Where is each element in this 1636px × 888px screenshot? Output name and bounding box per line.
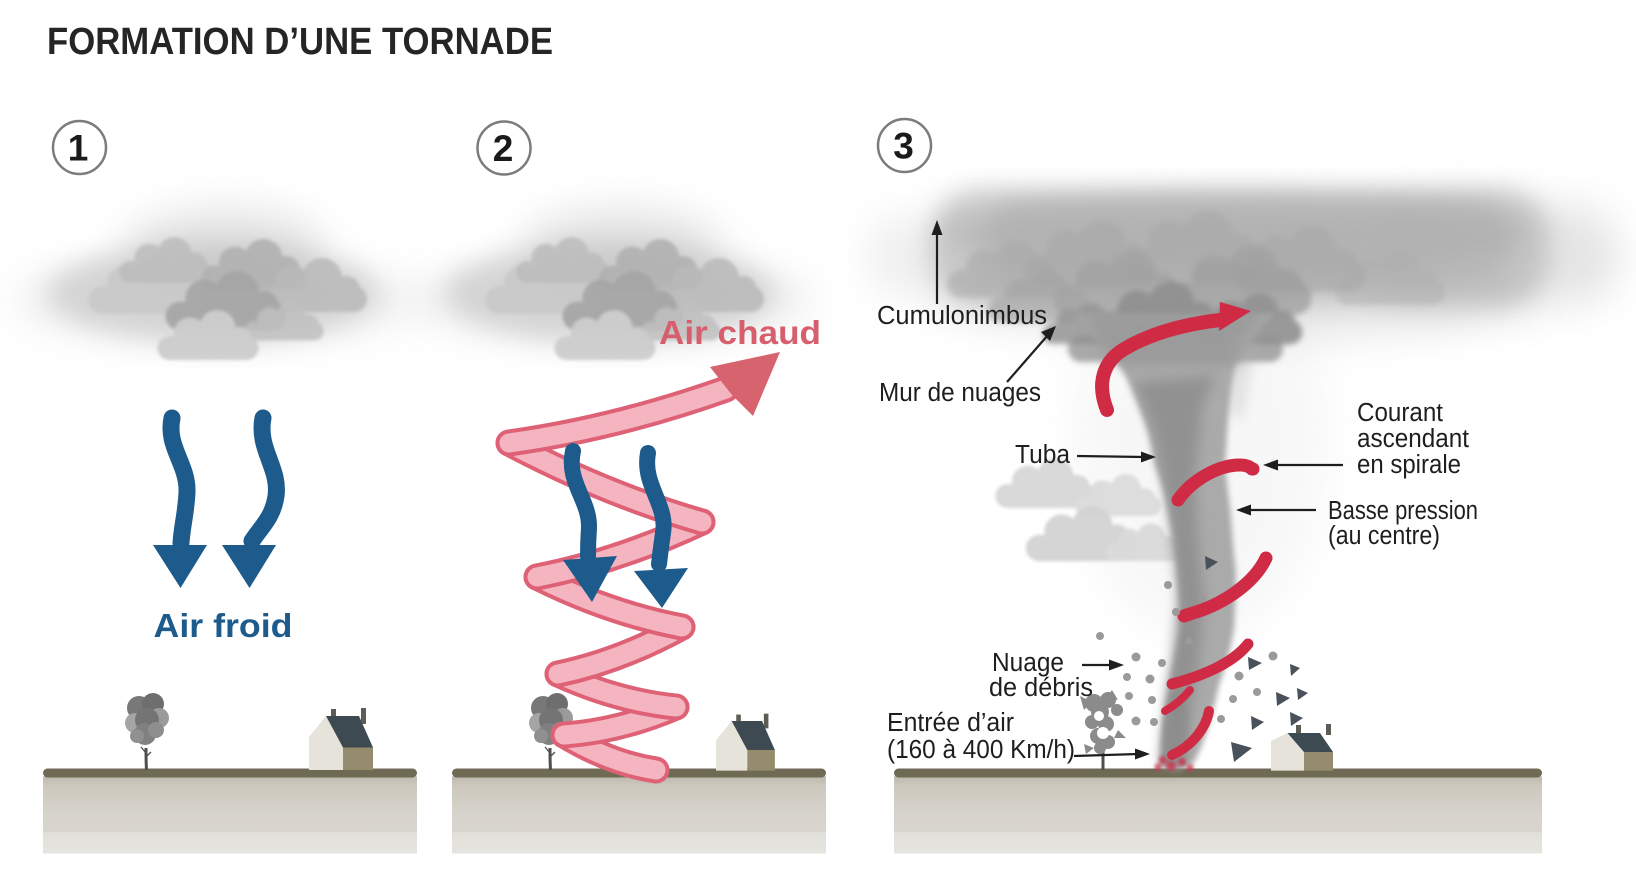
svg-text:2: 2 xyxy=(493,128,514,169)
svg-text:FORMATION D’UNE TORNADE: FORMATION D’UNE TORNADE xyxy=(47,21,553,63)
svg-text:1: 1 xyxy=(68,128,89,169)
svg-text:Tuba: Tuba xyxy=(1015,441,1071,469)
svg-text:Air chaud: Air chaud xyxy=(659,314,821,351)
svg-text:Nuage: Nuage xyxy=(992,649,1064,677)
svg-text:Mur de nuages: Mur de nuages xyxy=(879,379,1041,407)
svg-text:ascendant: ascendant xyxy=(1357,425,1469,453)
svg-text:(au centre): (au centre) xyxy=(1328,522,1440,550)
svg-text:Courant: Courant xyxy=(1357,399,1443,427)
svg-text:de débris: de débris xyxy=(989,674,1093,702)
svg-text:en spirale: en spirale xyxy=(1357,451,1461,479)
svg-text:Entrée d’air: Entrée d’air xyxy=(887,709,1014,737)
svg-text:Air froid: Air froid xyxy=(154,607,293,644)
svg-text:Cumulonimbus: Cumulonimbus xyxy=(877,302,1047,330)
svg-text:3: 3 xyxy=(893,126,914,167)
svg-text:(160 à 400 Km/h): (160 à 400 Km/h) xyxy=(887,736,1075,764)
svg-text:Basse pression: Basse pression xyxy=(1328,497,1478,525)
